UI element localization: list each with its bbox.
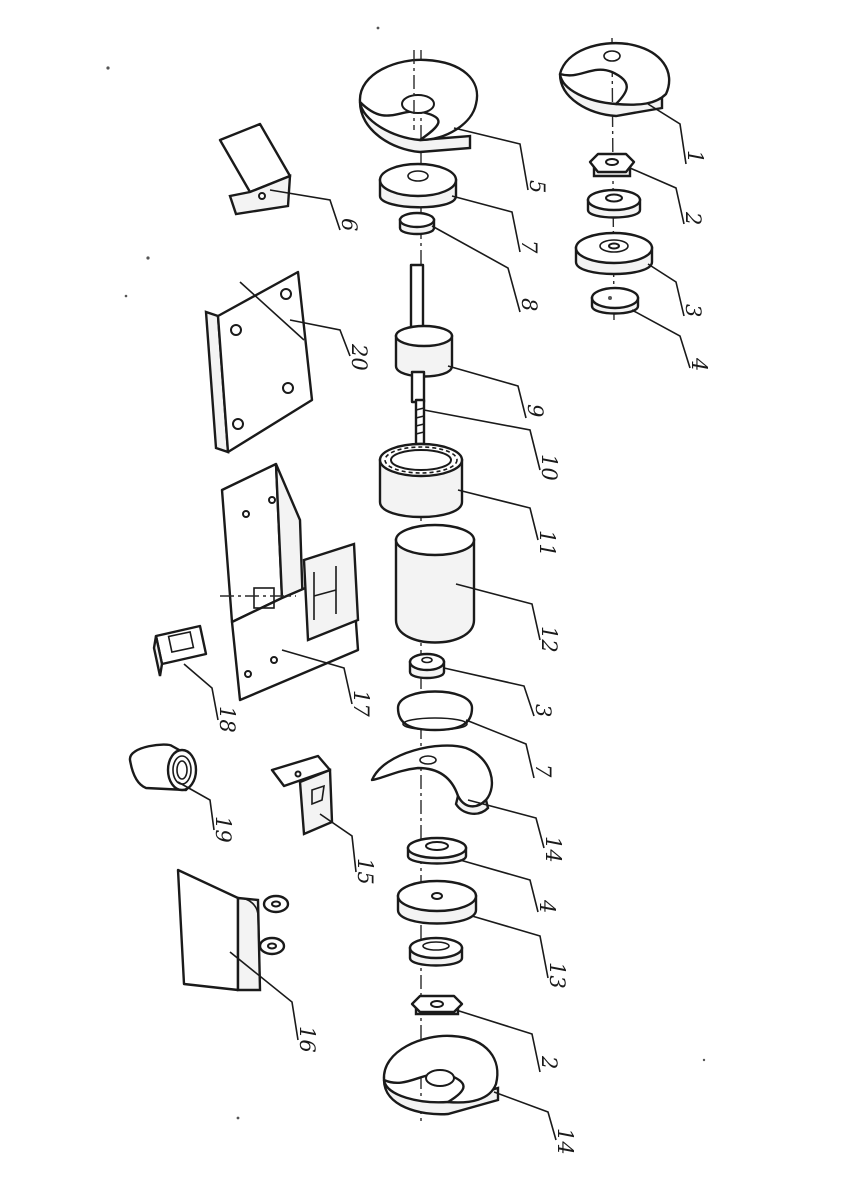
part-4-washer-mid <box>408 838 466 864</box>
leader-4a <box>632 310 690 368</box>
label-3b: 3 <box>531 704 555 717</box>
label-15: 15 <box>353 858 377 885</box>
leader-9 <box>448 366 526 418</box>
part-12-cylinder <box>396 525 474 643</box>
part-14-cut-disc-mid <box>372 746 492 814</box>
label-14b: 14 <box>553 1128 577 1155</box>
part-1-cut-disc <box>560 43 669 116</box>
scan-speck <box>703 1059 705 1061</box>
part-3-disc <box>576 233 652 274</box>
label-10: 10 <box>537 454 561 481</box>
label-3: 3 <box>681 304 705 317</box>
part-20-mounting-plate <box>206 272 312 452</box>
label-2b: 2 <box>537 1055 561 1069</box>
part-18-frame <box>154 626 206 676</box>
part-6-angle-bracket <box>220 124 290 214</box>
right-axis <box>612 38 614 320</box>
label-13: 13 <box>545 962 569 989</box>
leader-14b <box>494 1092 556 1140</box>
label-20: 20 <box>347 343 371 371</box>
scan-speck <box>237 1117 240 1120</box>
leader-8 <box>432 226 520 312</box>
scan-speck <box>125 295 128 298</box>
label-2a: 2 <box>681 211 705 225</box>
leader-13 <box>472 916 548 978</box>
part-7-thick-disc-top <box>380 164 456 207</box>
leader-3 <box>648 264 684 316</box>
label-8: 8 <box>517 298 541 311</box>
label-17: 17 <box>349 690 373 717</box>
part-3-washer-mid <box>410 654 444 678</box>
part-5-cut-disc <box>360 50 477 152</box>
label-4b: 4 <box>535 899 559 913</box>
part-3-washer-top <box>588 190 640 218</box>
leader-1 <box>648 104 686 164</box>
label-12: 12 <box>537 626 561 653</box>
label-11: 11 <box>535 530 559 557</box>
label-6: 6 <box>337 218 361 231</box>
part-13-large-disc <box>398 881 476 924</box>
part-7-dome-cap <box>398 692 472 731</box>
part-ring-under-13 <box>410 938 462 966</box>
label-4a: 4 <box>687 357 711 371</box>
leader-18 <box>184 664 218 720</box>
part-10-threaded-pin <box>416 400 424 444</box>
label-1: 1 <box>683 150 707 163</box>
label-14a: 14 <box>541 836 565 863</box>
part-17-main-bracket <box>220 464 358 700</box>
scan-speck <box>146 256 149 259</box>
part-9-shaft-rotor <box>396 265 452 402</box>
part-16-base-plate <box>178 870 288 990</box>
scan-speck <box>106 66 109 69</box>
part-8-small-disc <box>400 213 434 234</box>
label-9: 9 <box>523 404 547 417</box>
part-2-hex-nut-bottom <box>412 996 462 1014</box>
label-16: 16 <box>295 1026 319 1053</box>
part-2-hex-nut-top <box>590 154 634 176</box>
scan-speck <box>377 27 380 30</box>
part-14-cut-disc-bottom <box>384 1036 498 1114</box>
part-15-small-bracket <box>272 756 332 834</box>
label-5: 5 <box>525 180 549 193</box>
part-4-disc-top <box>592 288 638 314</box>
label-18: 18 <box>215 706 239 733</box>
part-19-funnel <box>130 745 196 790</box>
label-7b: 7 <box>531 764 555 778</box>
part-11-bearing-ring <box>380 444 462 517</box>
label-7a: 7 <box>517 240 541 254</box>
label-19: 19 <box>211 816 235 843</box>
